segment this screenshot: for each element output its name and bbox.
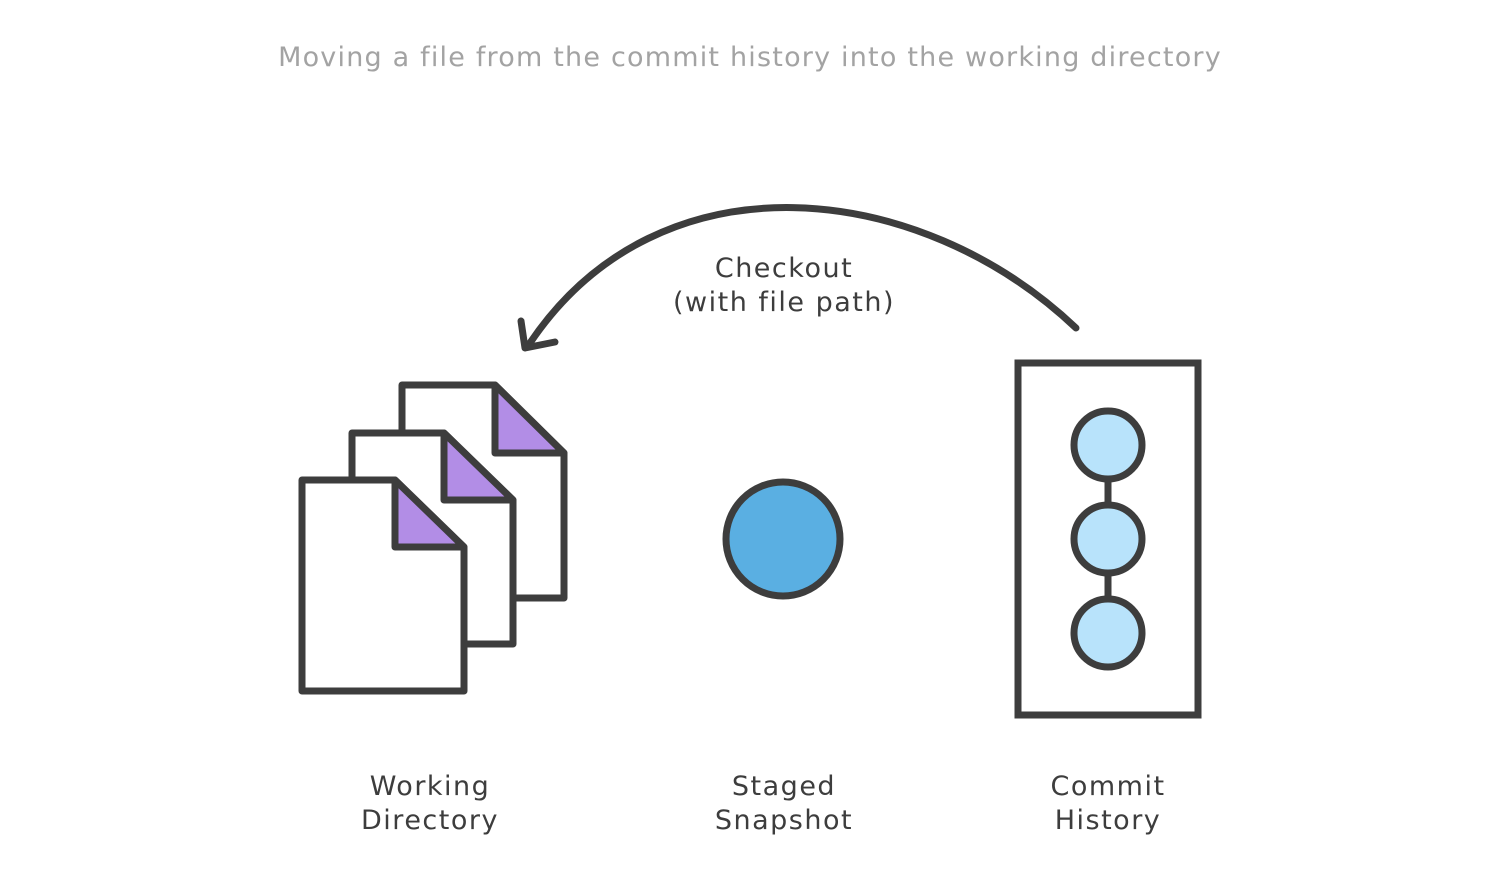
diagram-caption: Moving a file from the commit history in… xyxy=(278,42,1222,73)
commit-history-label-line1: Commit xyxy=(1050,771,1166,802)
commit-history-label: Commit History xyxy=(978,770,1238,838)
commit-node-bottom xyxy=(1070,595,1146,671)
staged-snapshot-label-line2: Snapshot xyxy=(714,805,854,836)
checkout-arrow xyxy=(517,204,1080,352)
commit-history-panel xyxy=(1014,359,1202,719)
checkout-label-line1: Checkout xyxy=(714,253,854,284)
working-directory-files xyxy=(298,381,568,695)
working-directory-label-line2: Directory xyxy=(361,805,499,836)
file-icon-front xyxy=(298,476,468,695)
working-directory-label: Working Directory xyxy=(300,770,560,838)
staged-snapshot-label: Staged Snapshot xyxy=(654,770,914,838)
commit-node-middle xyxy=(1070,501,1146,577)
commit-node-top xyxy=(1070,407,1146,483)
checkout-label-line2: (with file path) xyxy=(672,287,896,318)
staged-snapshot-circle xyxy=(722,478,844,600)
commit-history-label-line2: History xyxy=(1054,805,1162,836)
checkout-arrow-curve xyxy=(526,204,1080,347)
working-directory-label-line1: Working xyxy=(369,771,491,802)
staged-snapshot-label-line1: Staged xyxy=(731,771,837,802)
checkout-label: Checkout (with file path) xyxy=(634,252,934,320)
checkout-arrow-head xyxy=(517,317,559,352)
